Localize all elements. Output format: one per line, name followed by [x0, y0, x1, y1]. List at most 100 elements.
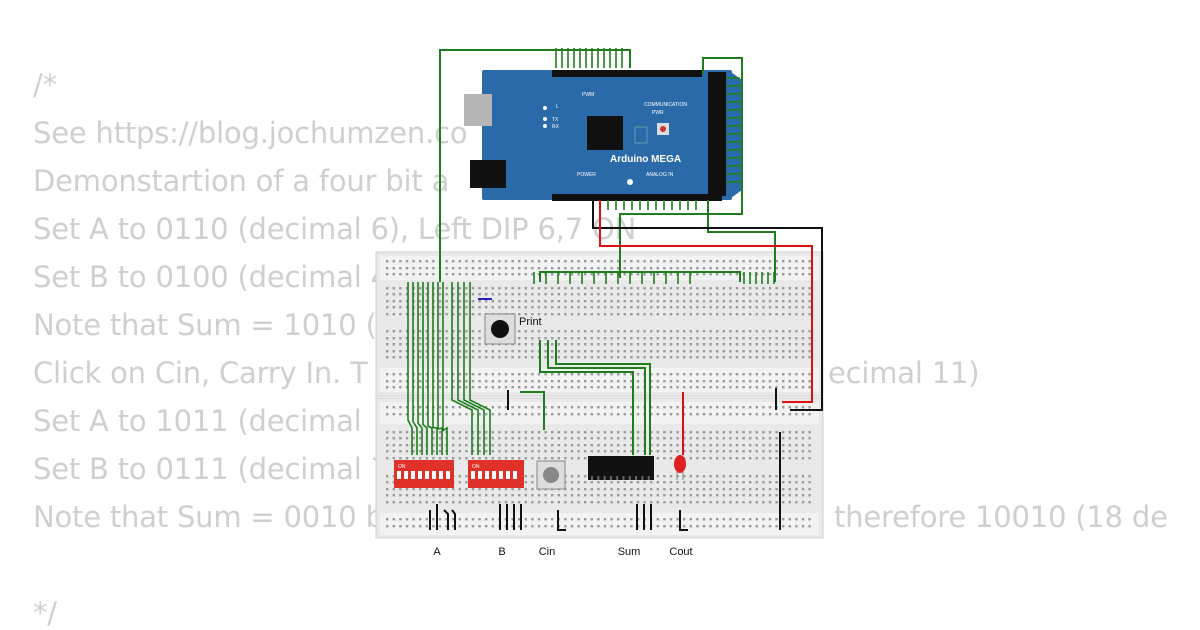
breadboard-hole	[603, 287, 607, 290]
breadboard-hole	[755, 293, 758, 296]
breadboard-hole	[768, 300, 772, 303]
breadboard-hole	[755, 373, 758, 376]
breadboard-hole	[392, 330, 395, 333]
breadboard-hole	[504, 437, 508, 440]
breadboard-hole	[518, 337, 521, 340]
breadboard-hole	[716, 494, 719, 497]
breadboard-hole	[465, 260, 468, 263]
breadboard-hole	[445, 273, 448, 276]
breadboard-hole	[485, 525, 488, 528]
breadboard-hole	[419, 373, 422, 376]
breadboard-hole	[716, 373, 719, 376]
breadboard-hole	[419, 386, 422, 389]
breadboard-hole	[669, 273, 673, 276]
breadboard-hole	[729, 380, 732, 383]
breadboard-hole	[537, 306, 541, 309]
breadboard-hole	[788, 373, 791, 376]
dip-switch-a[interactable]: ON	[394, 460, 454, 488]
breadboard-hole	[491, 413, 494, 416]
breadboard-hole	[570, 343, 574, 346]
breadboard-hole	[656, 287, 659, 290]
breadboard-hole	[676, 450, 679, 453]
breadboard-hole	[458, 481, 461, 484]
breadboard-hole	[531, 300, 534, 303]
breadboard-hole	[498, 450, 501, 453]
breadboard-hole	[465, 306, 468, 309]
breadboard-hole	[425, 273, 428, 276]
breadboard-hole	[676, 306, 679, 309]
breadboard-hole	[663, 450, 666, 453]
code-line-6: Note that Sum = 1010 (	[33, 308, 377, 342]
breadboard-hole	[689, 293, 692, 296]
code-line-12: */	[33, 596, 57, 630]
breadboard-hole	[524, 437, 527, 440]
breadboard-hole	[749, 313, 752, 316]
breadboard-hole	[722, 356, 725, 359]
breadboard-hole	[557, 356, 560, 359]
breadboard-hole	[782, 337, 785, 340]
breadboard-hole	[570, 350, 574, 353]
breadboard-hole	[663, 300, 666, 303]
breadboard-hole	[524, 306, 527, 309]
breadboard-hole	[465, 450, 468, 453]
breadboard-hole	[650, 260, 653, 263]
breadboard-hole	[623, 413, 626, 416]
breadboard-hole	[656, 450, 659, 453]
breadboard-hole	[650, 293, 653, 296]
breadboard-hole	[656, 481, 659, 484]
breadboard-hole	[597, 444, 600, 447]
breadboard-hole	[419, 501, 422, 504]
breadboard-hole	[386, 306, 389, 309]
breadboard-hole	[570, 373, 574, 376]
breadboard-hole	[491, 287, 494, 290]
breadboard-hole	[795, 330, 798, 333]
breadboard-hole	[716, 356, 719, 359]
breadboard-hole	[478, 488, 481, 491]
breadboard-hole	[564, 518, 567, 521]
breadboard-hole	[518, 373, 521, 376]
breadboard-hole	[392, 406, 395, 409]
breadboard-hole	[729, 494, 732, 497]
breadboard-hole	[471, 373, 475, 376]
breadboard-hole	[795, 373, 798, 376]
breadboard-hole	[808, 350, 811, 353]
breadboard-hole	[762, 267, 765, 270]
breadboard-hole	[650, 273, 653, 276]
breadboard-hole	[716, 437, 719, 440]
breadboard-hole	[643, 481, 646, 484]
breadboard-hole	[630, 343, 633, 346]
dip-switch-b[interactable]: ON	[468, 460, 524, 488]
breadboard-hole	[564, 287, 567, 290]
breadboard-hole	[445, 350, 448, 353]
breadboard-hole	[445, 260, 448, 263]
cin-button[interactable]	[536, 460, 566, 490]
breadboard-hole	[478, 444, 481, 447]
breadboard-hole	[762, 525, 765, 528]
print-button[interactable]: Print	[484, 313, 542, 345]
breadboard-hole	[603, 293, 607, 296]
breadboard-hole	[551, 287, 554, 290]
breadboard-hole	[485, 300, 488, 303]
wire-bundle-analog	[533, 200, 775, 284]
breadboard-hole	[458, 518, 461, 521]
breadboard-hole	[749, 380, 752, 383]
breadboard-hole	[597, 343, 600, 346]
breadboard-hole	[636, 481, 640, 484]
breadboard-hole	[518, 406, 521, 409]
breadboard-hole	[722, 386, 725, 389]
breadboard-hole	[716, 287, 719, 290]
breadboard-hole	[636, 501, 640, 504]
breadboard-hole	[465, 525, 468, 528]
breadboard-hole	[775, 293, 778, 296]
breadboard-hole	[531, 373, 534, 376]
breadboard-hole	[478, 293, 481, 296]
breadboard-hole	[742, 287, 745, 290]
breadboard-hole	[570, 267, 574, 270]
breadboard-hole	[419, 343, 422, 346]
breadboard-hole	[762, 437, 765, 440]
breadboard-hole	[425, 337, 428, 340]
breadboard-hole	[511, 501, 514, 504]
breadboard-hole	[491, 525, 494, 528]
breadboard-hole	[478, 267, 481, 270]
breadboard-hole	[478, 273, 481, 276]
